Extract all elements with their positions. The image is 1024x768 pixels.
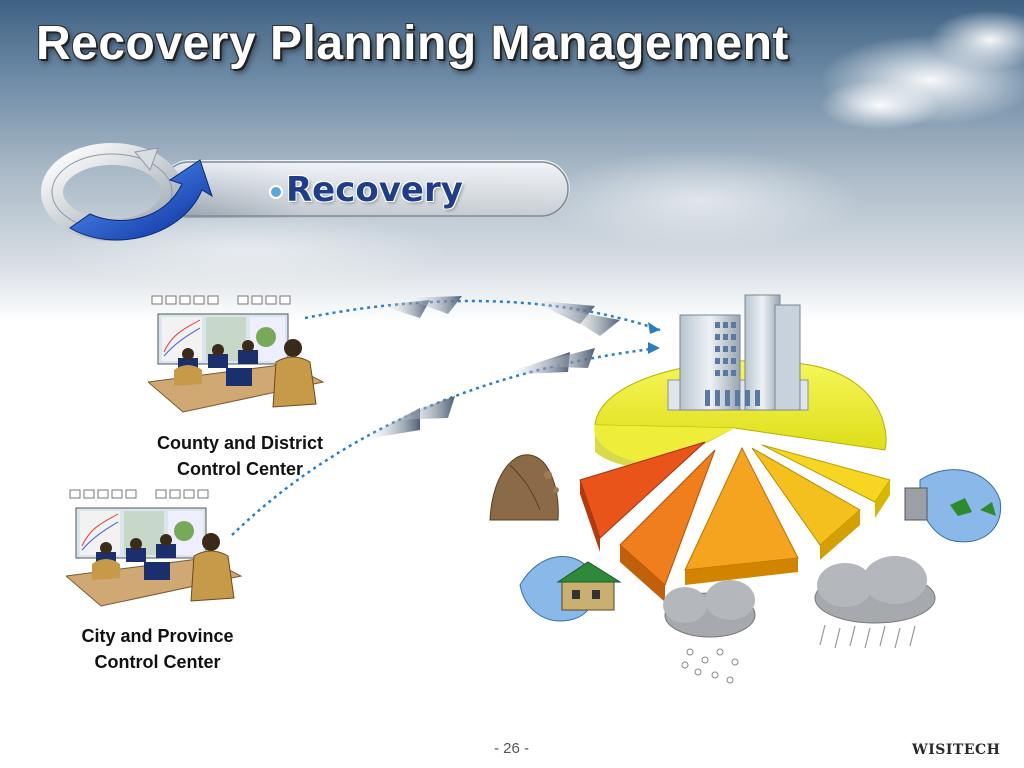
cycle-arrows-icon	[41, 143, 213, 241]
county-center-line1: County and District	[156, 433, 323, 453]
flooded-house-icon	[519, 556, 622, 622]
county-center-caption: County and District Control Center	[140, 430, 340, 482]
office-building-icon	[667, 294, 809, 411]
section-label: Recovery	[286, 170, 463, 210]
hail-cloud-icon	[663, 580, 756, 684]
city-center-caption: City and Province Control Center	[60, 623, 255, 675]
county-center-line2: Control Center	[177, 459, 303, 479]
slide-title: Recovery Planning Management	[36, 17, 789, 70]
control-room-icon	[66, 489, 243, 607]
bullet-icon	[269, 185, 283, 199]
company-logo: WISITECH	[912, 742, 1001, 758]
recovery-banner	[41, 143, 570, 241]
flood-wave-icon	[904, 469, 1002, 543]
city-center-line1: City and Province	[81, 626, 234, 646]
disaster-pie-illustration	[489, 294, 1002, 684]
landslide-rock-icon	[489, 454, 559, 521]
control-room-icon	[148, 295, 325, 413]
page-number: - 26 -	[494, 740, 530, 757]
city-center-line2: Control Center	[94, 652, 221, 672]
rain-cloud-icon	[814, 556, 936, 649]
